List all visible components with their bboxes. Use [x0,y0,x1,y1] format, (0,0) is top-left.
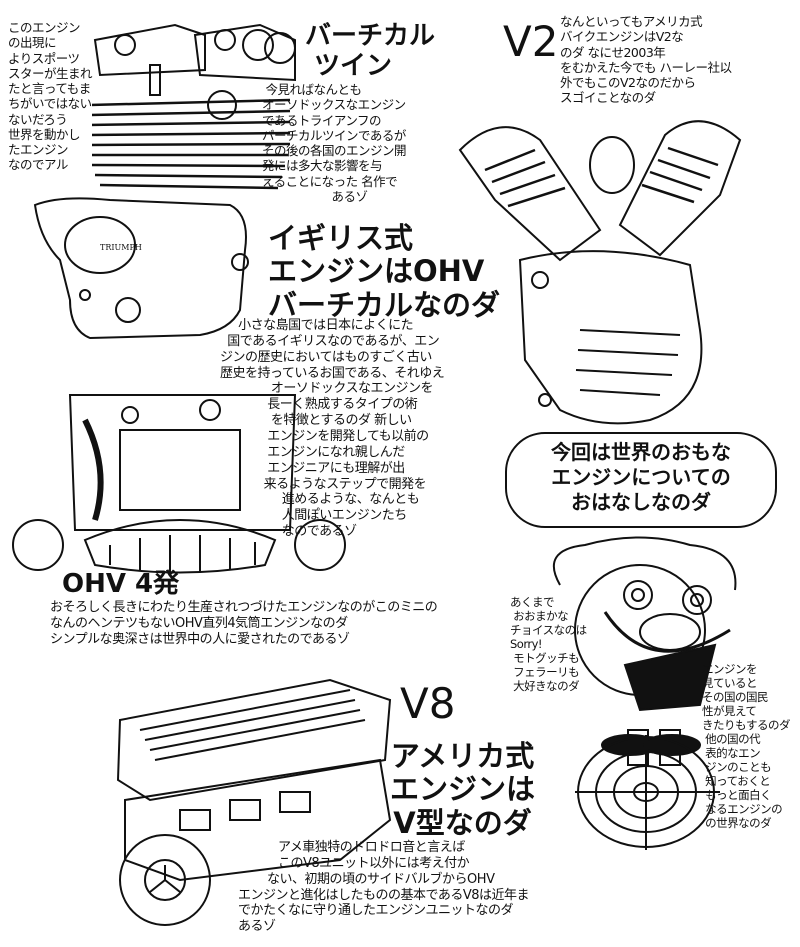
british-description: 小さな島国では日本によくにた 国であるイギリスなのであるが、エン ジンの歴史にお… [220,318,445,540]
character-left-note: あくまで おおまかな チョイスなのは Sorry! モトグッチも フェラーリも … [510,595,587,694]
vertical-twin-engine-drawing [33,23,296,340]
triumph-logo: TRIUMPH [100,243,142,252]
vertical-twin-description: 今見ればなんとも オーソドックスなエンジン であるトライアンフの バーチカルツイ… [262,82,407,204]
v8-subtitle: アメリカ式 エンジンは V型なのダ [390,739,536,840]
speech-bubble-text: 今回は世界のおもな エンジンについての おはなしなのダ [551,440,731,514]
ohv4-title: OHV 4発 [62,569,180,599]
british-title: イギリス式 エンジンはOHV バーチカルなのダ [268,221,501,323]
v2-description: なんといってもアメリカ式 バイクエンジンはV2な のダ なにせ2003年 をむか… [560,14,732,106]
v2-title: V2 [503,17,559,66]
v8-title: V8 [400,679,456,728]
mascot-character [552,536,737,850]
v8-description: アメ車独特のドロドロ音と言えば このV8ユニット以外には考え付か ない、初期の頃… [238,840,530,935]
v8-engine-drawing [116,678,392,926]
vertical-twin-title: バーチカル ツイン [305,21,436,81]
mini-engine-bay-drawing [12,394,346,574]
v2-engine-drawing [458,120,742,425]
speech-bubble: 今回は世界のおもな エンジンについての おはなしなのダ [505,432,777,528]
character-right-note: エンジンを 見ていると その国の国民 性が見えて きたりもするのダ 他の国の代 … [702,662,791,831]
vertical-twin-side-note: このエンジン の出現に よりスポーツ スターが生まれ たと言ってもま ちがいでは… [8,20,93,173]
ohv4-description: おそろしく長きにわたり生産されつづけたエンジンなのがこのミニの なんのヘンテツも… [50,600,438,647]
